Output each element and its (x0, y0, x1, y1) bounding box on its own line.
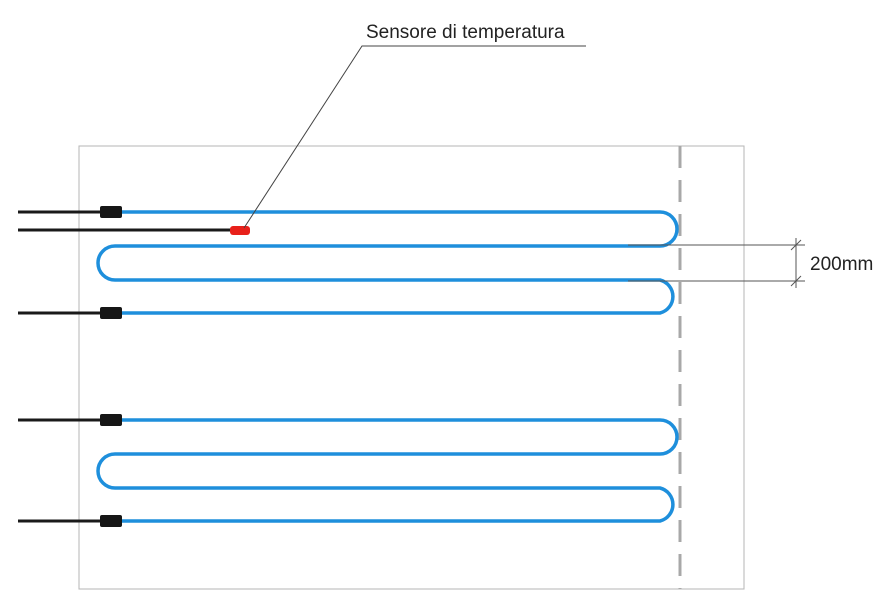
heating-cable-upper (96, 210, 679, 315)
connector (100, 515, 122, 527)
connector (100, 206, 122, 218)
panel-outline (78, 145, 745, 590)
dimension-tick (790, 239, 802, 251)
connector (100, 414, 122, 426)
heating-cable-lower (96, 418, 679, 523)
temperature-sensor (230, 226, 250, 235)
dimension-tick (790, 275, 802, 287)
sensor-leader-line (243, 45, 586, 229)
spacing-label: 200mm (810, 254, 873, 275)
connector (100, 307, 122, 319)
sensor-label: Sensore di temperatura (366, 22, 565, 43)
